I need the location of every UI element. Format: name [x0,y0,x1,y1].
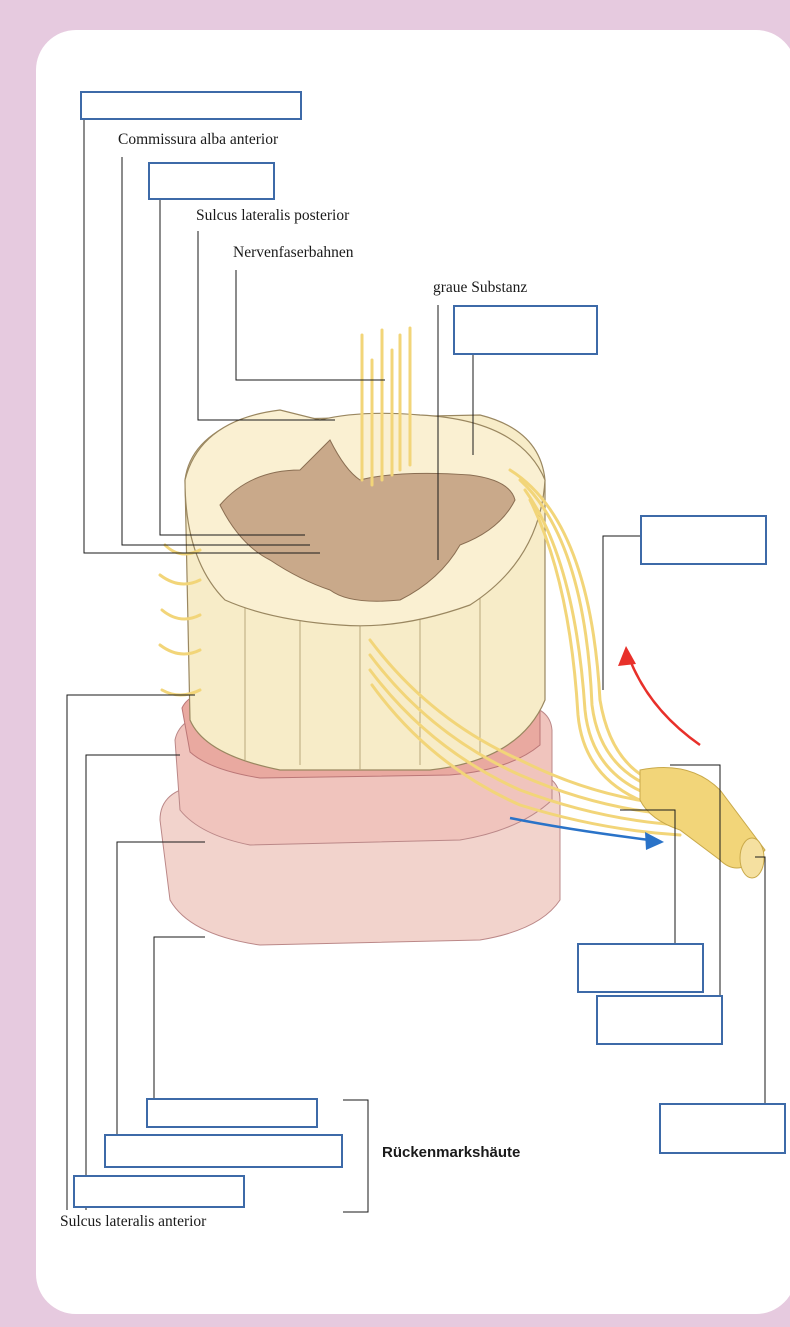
answer-box-3[interactable] [453,305,598,355]
red-arrow [630,660,700,745]
label-nervenfaser: Nervenfaserbahnen [233,244,354,262]
answer-box-8[interactable] [146,1098,318,1128]
answer-box-10[interactable] [73,1175,245,1208]
red-arrowhead [618,646,636,666]
answer-box-9[interactable] [104,1134,343,1168]
label-rueckenmarkshaeute: Rückenmarkshäute [382,1144,520,1161]
spinal-cord-body [185,410,545,770]
answer-box-1[interactable] [80,91,302,120]
label-sulcus-posterior: Sulcus lateralis posterior [196,207,349,225]
label-commissura: Commissura alba anterior [118,131,278,149]
answer-box-7[interactable] [659,1103,786,1154]
nerve-cut-end [740,838,764,878]
answer-box-5[interactable] [577,943,704,993]
label-sulcus-anterior: Sulcus lateralis anterior [60,1213,206,1231]
answer-box-6[interactable] [596,995,723,1045]
answer-box-2[interactable] [148,162,275,200]
label-graue-substanz: graue Substanz [433,279,527,297]
answer-box-4[interactable] [640,515,767,565]
